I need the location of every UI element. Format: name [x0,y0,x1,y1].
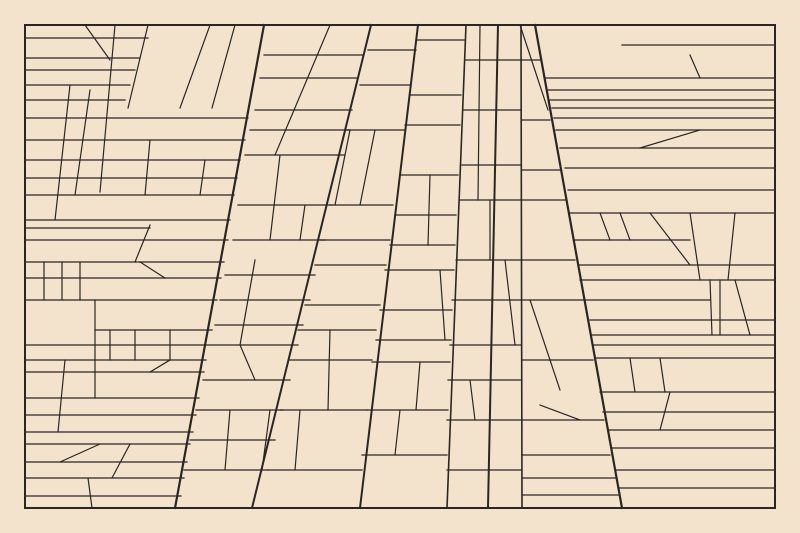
slant-line [299,204,306,241]
v-line [709,279,713,336]
slant-line [619,212,631,241]
slant-line [394,409,401,456]
slant-line [134,224,151,263]
slant-line [539,404,581,421]
outer-frame [24,24,776,509]
divider-left-3 [358,23,420,510]
v-line [629,357,636,393]
slant-line [261,409,271,471]
slant-line [199,159,206,196]
slant-line [127,24,149,109]
slant-line [439,269,446,341]
v-line [477,24,481,201]
slant-line [639,129,701,149]
slant-line [144,139,151,196]
slant-line [529,299,561,391]
divider-center-2 [486,23,500,510]
slant-line [84,24,111,61]
slant-line [74,89,91,196]
slant-line [415,361,421,411]
slant-line [239,259,256,346]
slant-line [334,129,351,206]
slant-line [519,24,549,111]
slant-line [274,24,331,156]
slant-line [689,54,701,79]
divider-center-1 [446,24,467,509]
v-line [659,357,666,393]
slant-line [727,212,736,281]
slant-line [57,359,66,433]
slant-line [659,391,671,431]
line-art-group [24,23,776,510]
slant-line [359,129,376,206]
slant-line [469,379,476,421]
slant-line [734,279,751,336]
slant-line [269,154,281,241]
divider-left-1 [173,23,266,510]
slant-line [689,212,701,281]
slant-line [504,259,516,346]
slant-line [599,212,611,241]
slant-line [427,174,431,246]
slant-line [149,359,171,373]
slant-line [87,477,93,509]
slant-line [59,443,101,463]
slant-line [111,443,131,479]
slant-line [54,84,71,221]
divider-right-2 [533,23,624,510]
slant-line [139,261,166,279]
slant-line [239,344,256,381]
slant-line [294,409,301,471]
slant-line [179,24,211,109]
slant-line [649,212,691,266]
v-line [327,329,331,411]
divider-right-1 [520,24,523,509]
slant-line [224,409,231,471]
slant-line [211,24,236,109]
divider-left-2 [250,23,373,510]
slant-line [99,24,116,193]
